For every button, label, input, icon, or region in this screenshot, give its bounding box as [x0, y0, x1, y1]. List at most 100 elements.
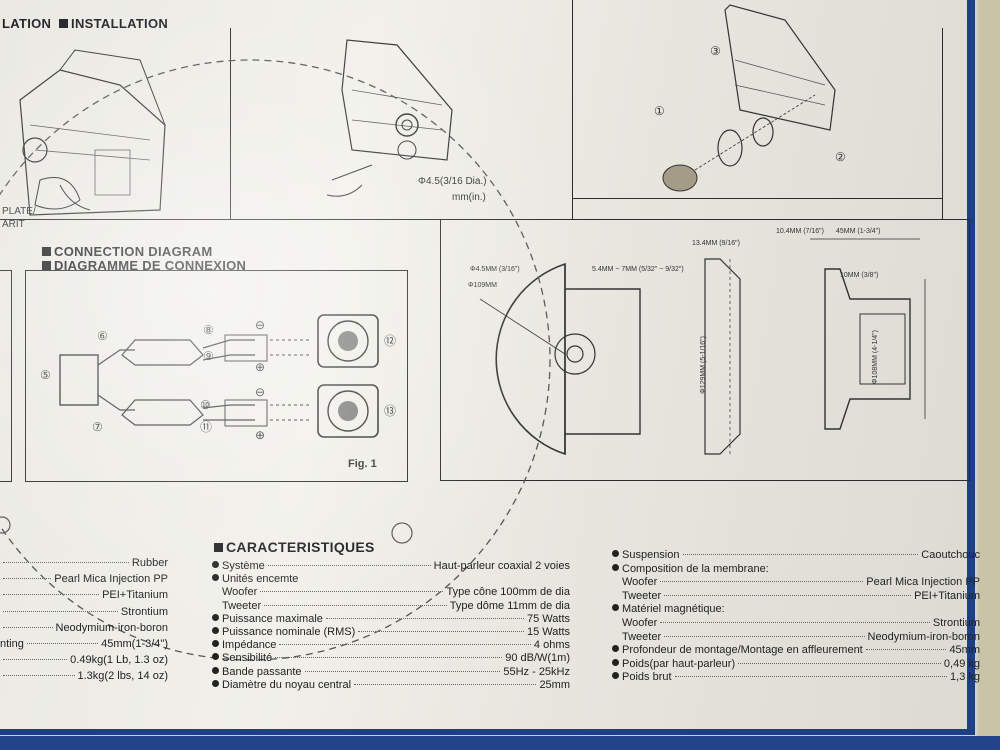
spec-label: Woofer — [612, 576, 657, 588]
node-12: ⑫ — [384, 334, 397, 348]
spec-row: Poids brut 1,3 kg — [612, 671, 980, 683]
left-spec-value: 1.3kg(2 lbs, 14 oz) — [77, 670, 169, 683]
spec-label-text: Puissance maximale — [222, 612, 323, 625]
spec-label: Bande passante — [212, 666, 302, 678]
bullet-icon — [212, 640, 219, 648]
spec-label: Unités encemte — [212, 573, 298, 585]
spec-label-text: Woofer — [622, 617, 658, 629]
dim-45: 45MM (1-3/4") — [836, 228, 881, 235]
heading-square-icon — [42, 247, 51, 256]
spec-label-text: Bande passante — [222, 665, 302, 678]
spec-label: Tweeter — [612, 631, 661, 643]
spec-label-text: Tweeter — [222, 599, 262, 612]
dimensions-frame — [440, 219, 970, 481]
spec-value: Type cône 100mm de dia — [446, 586, 570, 599]
dot-leader — [664, 635, 865, 637]
spec-label: Puissance maximale — [212, 613, 323, 625]
spec-label: Suspension — [612, 549, 680, 561]
spec-label-text: Woofer — [222, 586, 258, 599]
heading-square-icon — [42, 261, 51, 270]
dot-leader — [3, 659, 68, 661]
spec-label: Impédance — [212, 639, 276, 651]
spec-value: 75 Watts — [527, 612, 570, 625]
dot-leader — [354, 683, 537, 685]
spec-row: Matériel magnétique: — [612, 603, 980, 615]
figure-label: Fig. 1 — [348, 458, 377, 470]
dot-leader — [264, 604, 447, 606]
spec-value: 4 ohms — [533, 639, 570, 652]
heading-square-icon — [214, 543, 223, 552]
spec-label-text: Impédance — [222, 639, 277, 652]
left-spec-row: 0.49kg(1 Lb, 1.3 oz) — [0, 654, 168, 666]
dot-leader — [682, 554, 919, 555]
left-spec-value: Pearl Mica Injection PP — [54, 573, 168, 586]
spec-value: Neodymium-iron-boron — [867, 630, 981, 643]
bullet-icon — [612, 563, 619, 571]
left-spec-label-text: nting — [0, 638, 24, 650]
left-spec-value: 45mm(1-3/4") — [101, 638, 168, 650]
spec-row: Poids(par haut-parleur)0,49 kg — [612, 658, 980, 670]
spec-value: Pearl Mica Injection PP — [866, 576, 980, 589]
spec-value: Type dôme 11mm de dia — [449, 599, 570, 612]
spec-label-text: Poids brut — [622, 671, 672, 684]
dot-leader — [664, 594, 912, 596]
spec-row: Tweeter Type dôme 11mm de dia — [212, 600, 570, 612]
connection-heading-en: CONNECTION DIAGRAM — [42, 244, 213, 259]
left-spec-value: Neodymium-iron-boron — [55, 621, 169, 634]
spec-label-text: Unités encemte — [222, 573, 299, 586]
callout-1: ① — [654, 104, 665, 118]
spec-label-text: Sensibilité — [222, 652, 273, 665]
spec-label-text: Puissance nominale (RMS) — [222, 626, 356, 638]
left-spec-value: Rubber — [131, 557, 168, 569]
node-10: ⑩ — [200, 398, 211, 412]
spec-value: PEI+Titanium — [914, 589, 980, 602]
left-spec-label: nting — [0, 638, 24, 650]
dot-leader — [660, 622, 930, 623]
left-spec-row: Strontium — [0, 606, 168, 618]
dim-hole: Φ4.5MM (3/16") — [470, 266, 520, 273]
dot-leader — [325, 617, 524, 619]
spec-label: Woofer — [612, 617, 657, 629]
connection-heading-fr: DIAGRAMME DE CONNEXION — [42, 258, 246, 273]
bullet-icon — [612, 550, 619, 557]
node-9: ⑨ — [203, 349, 214, 363]
node-11: ⑪ — [200, 420, 213, 434]
left-spec-value: 0.49kg(1 Lb, 1.3 oz) — [70, 654, 168, 667]
spec-label: Système — [212, 560, 265, 572]
dot-leader — [260, 591, 444, 593]
dim-10: 10MM (3/8") — [840, 272, 879, 279]
spec-row: Unités encemte — [212, 573, 570, 585]
bullet-icon — [612, 645, 619, 653]
dot-leader — [26, 643, 99, 644]
arit-label: ARIT — [2, 219, 25, 230]
spec-row: Tweeter PEI+Titanium — [612, 590, 980, 602]
bullet-icon — [612, 658, 619, 666]
heading-square-icon — [59, 19, 69, 28]
spec-label: Composition de la membrane: — [612, 563, 769, 575]
bullet-icon — [212, 679, 219, 687]
hole-dimension: Φ4.5(3/16 Dia.) — [418, 176, 487, 187]
exploded-speaker-illustration — [662, 4, 836, 192]
spec-label: Tweeter — [612, 590, 661, 602]
dim-10-4: 10.4MM (7/16") — [776, 228, 825, 235]
spec-label-text: Poids(par haut-parleur) — [622, 657, 736, 670]
left-partial-frame — [0, 270, 12, 482]
spec-label: Diamètre du noyau central — [212, 679, 351, 691]
spec-row: Tweeter Neodymium-iron-boron — [612, 631, 980, 643]
spec-label-text: Suspension — [622, 549, 680, 561]
callout-2: ② — [835, 150, 846, 164]
dot-leader — [3, 610, 118, 612]
node-5: ⑤ — [40, 368, 51, 382]
dot-leader — [738, 662, 941, 664]
spec-value: 25mm — [539, 678, 570, 691]
box-edge — [978, 0, 1000, 750]
callout-3: ③ — [710, 44, 721, 58]
panel-bottom-3 — [572, 198, 942, 199]
bullet-icon — [612, 604, 619, 612]
spec-value: 1,3 kg — [950, 671, 980, 684]
